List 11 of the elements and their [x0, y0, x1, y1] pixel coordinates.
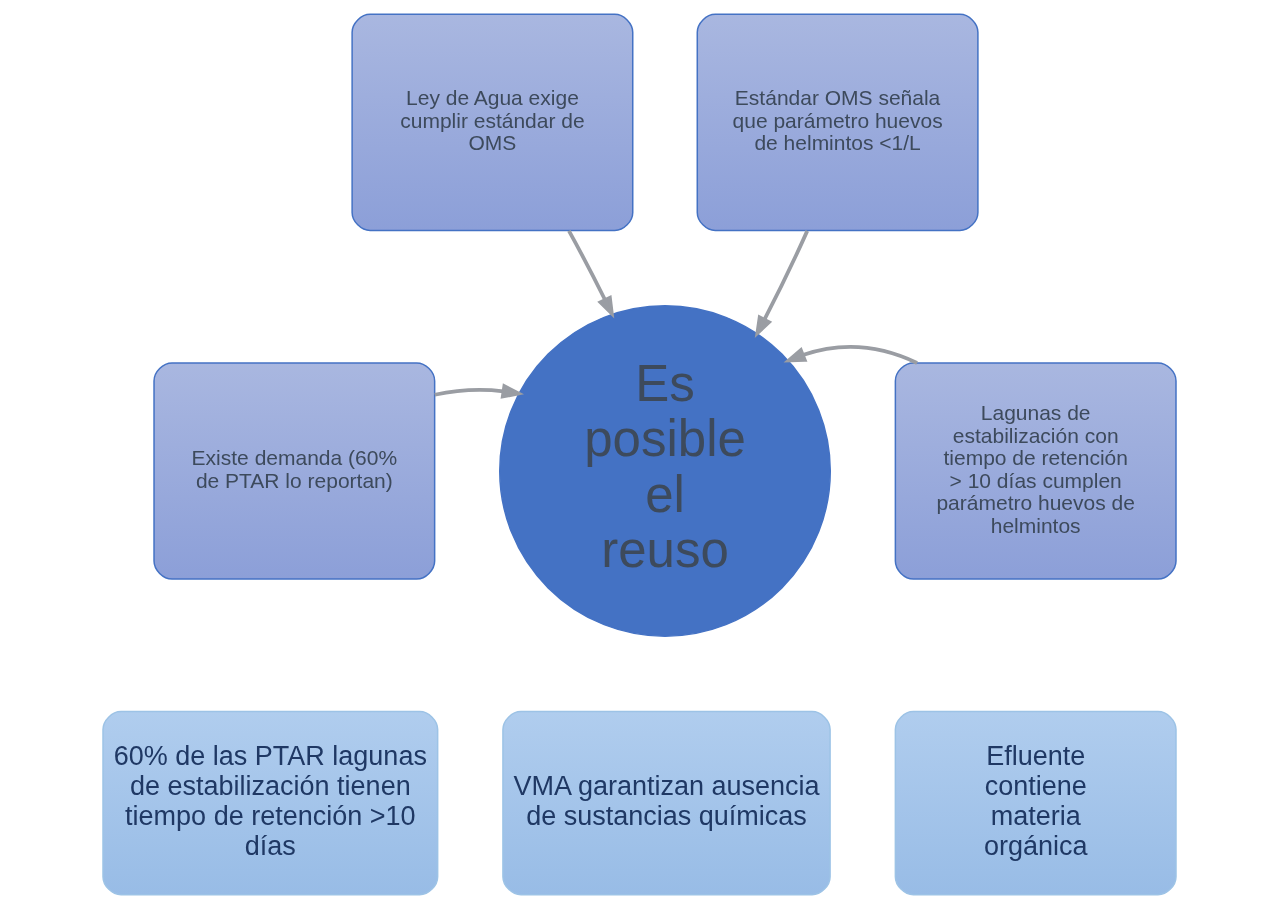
node-box: Estándar OMS señala que parámetro huevos de helmintos <1/L — [696, 13, 979, 232]
arrow — [433, 383, 524, 399]
node-box: VMA garantizan ausencia de sustancias químicas — [501, 710, 831, 896]
arrow — [783, 345, 918, 365]
node-box: Lagunas de estabilización con tiempo de retención > 10 días cumplen parámetro huevos de helmintos — [894, 362, 1177, 580]
arrow — [754, 230, 809, 339]
node-box: Ley de Agua exige cumplir estándar de OMS — [350, 13, 633, 232]
node-box: 60% de las PTAR lagunas de estabilización tienen tiempo de retención >10 días — [101, 710, 438, 896]
node-box: Efluente contiene materia orgánica — [894, 710, 1177, 896]
arrow — [566, 229, 614, 319]
node-box: Existe demanda (60% de PTAR lo reportan) — [152, 362, 435, 580]
